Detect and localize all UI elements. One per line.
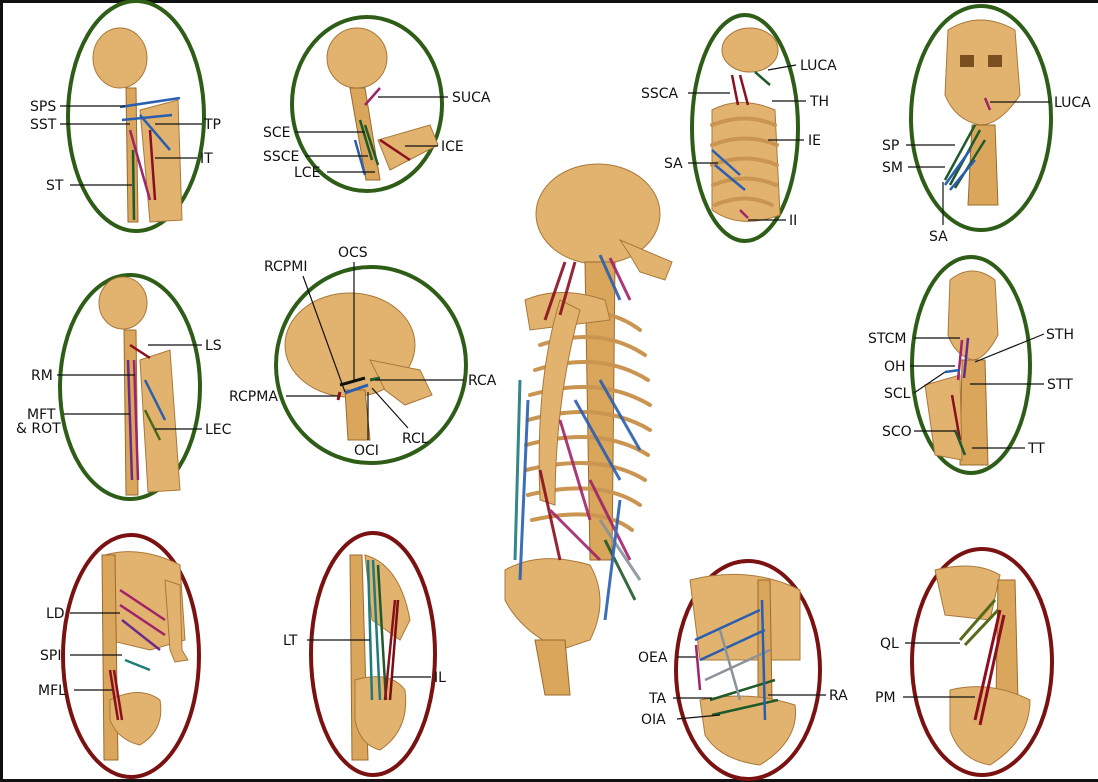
- label-RM: RM: [31, 368, 53, 384]
- label-OCS: OCS: [338, 245, 368, 261]
- label-LCE: LCE: [294, 165, 320, 181]
- label-MFL: MFL: [38, 683, 66, 699]
- panel-abdominal: OEA TA RA OIA: [638, 561, 848, 779]
- label-LUCA: LUCA: [800, 58, 837, 74]
- panel-spine-back: LS RM MFT & ROT LEC: [16, 275, 232, 499]
- label-II: II: [789, 213, 797, 229]
- panel-back-neck: SPS SST TP IT ST: [30, 1, 221, 231]
- panel-cervical-side: SUCA SCE SSCE ICE LCE: [263, 17, 491, 191]
- label-SSCA: SSCA: [641, 86, 679, 102]
- label-OEA: OEA: [638, 650, 668, 666]
- label-LEC: LEC: [205, 422, 232, 438]
- label-SPS: SPS: [30, 99, 56, 115]
- label-ROT: & ROT: [16, 421, 61, 437]
- label-PM: PM: [875, 690, 896, 706]
- label-OH: OH: [884, 359, 906, 375]
- label-LUCA-front: LUCA: [1054, 95, 1091, 111]
- panel-lumbar-side: LT IL: [283, 533, 446, 775]
- label-LS: LS: [205, 338, 222, 354]
- label-LD: LD: [46, 606, 65, 622]
- label-IL: IL: [434, 670, 446, 686]
- label-SSCE: SSCE: [263, 149, 299, 165]
- label-IE: IE: [808, 133, 821, 149]
- label-SM: SM: [882, 160, 903, 176]
- panel-front-neck: LUCA SP SM SA: [882, 6, 1091, 245]
- label-STH: STH: [1046, 327, 1074, 343]
- label-STT: STT: [1047, 377, 1073, 393]
- label-QL: QL: [880, 636, 899, 652]
- label-SA: SA: [664, 156, 683, 172]
- panel-psoas: QL PM: [875, 549, 1052, 775]
- label-RCPMA: RCPMA: [229, 389, 278, 405]
- label-ST: ST: [46, 178, 64, 194]
- label-TA: TA: [648, 691, 666, 707]
- label-SCO: SCO: [882, 424, 912, 440]
- label-OIA: OIA: [641, 712, 666, 728]
- label-LT: LT: [283, 633, 298, 649]
- panel-suboccipital: OCS RCPMI RCA RCPMA RCL OCI: [229, 245, 497, 463]
- label-RCPMI: RCPMI: [264, 259, 307, 275]
- panel-lumbar-back: LD SPI MFL: [38, 535, 199, 777]
- label-OCI: OCI: [354, 443, 379, 459]
- label-SCL: SCL: [884, 386, 911, 402]
- label-SCE: SCE: [263, 125, 291, 141]
- label-SA-front: SA: [929, 229, 948, 245]
- label-TP: TP: [203, 117, 221, 133]
- label-SUCA: SUCA: [452, 90, 491, 106]
- label-SST: SST: [30, 117, 57, 133]
- label-RA: RA: [829, 688, 848, 704]
- label-SP: SP: [882, 138, 899, 154]
- label-STCM: STCM: [868, 331, 906, 347]
- label-TT: TT: [1027, 441, 1045, 457]
- label-TH: TH: [809, 94, 829, 110]
- panel-thorax-side: LUCA SSCA TH IE SA II: [641, 15, 837, 241]
- label-SPI: SPI: [40, 648, 61, 664]
- label-IT: IT: [200, 151, 213, 167]
- label-RCA: RCA: [468, 373, 497, 389]
- panel-anterior-neck: STCM STH OH STT SCL SCO TT: [868, 257, 1074, 473]
- label-RCL: RCL: [402, 431, 429, 447]
- central-torso-model: [505, 164, 672, 695]
- label-ICE: ICE: [441, 139, 464, 155]
